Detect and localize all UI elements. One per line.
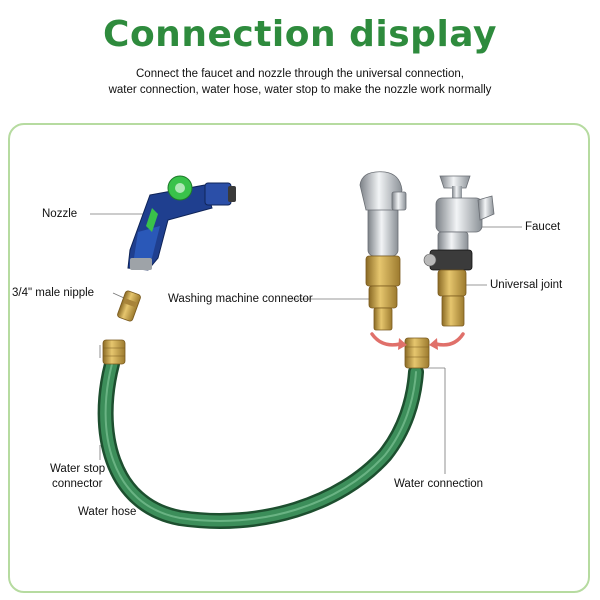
label-water-connection: Water connection bbox=[394, 478, 484, 490]
label-universal-joint: Universal joint bbox=[490, 279, 563, 291]
water-hose bbox=[97, 356, 424, 529]
water-connection-fitting bbox=[404, 337, 430, 369]
label-water-stop-line-2: connector bbox=[52, 478, 103, 490]
arrow-heads bbox=[398, 338, 438, 350]
washing-machine-faucet bbox=[359, 171, 407, 331]
subtitle-line-1: Connect the faucet and nozzle through th… bbox=[136, 68, 464, 80]
label-faucet: Faucet bbox=[525, 221, 561, 233]
spray-nozzle bbox=[127, 175, 236, 271]
subtitle-line-2: water connection, water hose, water stop… bbox=[108, 84, 492, 96]
label-male-nipple: 3/4" male nipple bbox=[12, 287, 95, 299]
connection-arrows bbox=[370, 332, 465, 347]
faucet-with-universal-joint bbox=[423, 175, 495, 327]
water-stop-connector bbox=[102, 339, 126, 365]
label-water-hose: Water hose bbox=[78, 506, 137, 518]
label-nozzle: Nozzle bbox=[42, 208, 78, 220]
page-title: Connection display bbox=[103, 14, 497, 55]
diagram-panel bbox=[8, 123, 590, 593]
page-subtitle: Connect the faucet and nozzle through th… bbox=[40, 66, 560, 98]
leader-lines bbox=[90, 213, 522, 513]
label-water-stop-line-1: Water stop bbox=[50, 463, 106, 475]
male-nipple-fitting bbox=[117, 290, 141, 322]
label-washing-machine-connector: Washing machine connector bbox=[168, 293, 313, 305]
